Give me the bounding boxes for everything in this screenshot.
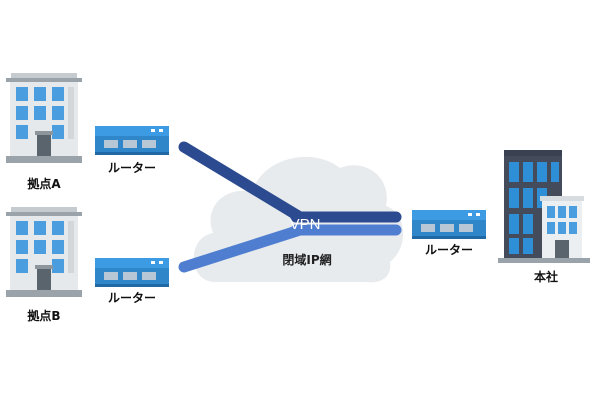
site-a-building-icon <box>6 73 82 163</box>
router-b-icon <box>95 258 169 287</box>
site-b-building-icon <box>6 207 82 297</box>
router-a-label: ルーター <box>108 161 156 175</box>
site-b-label: 拠点B <box>27 308 60 323</box>
vpn-tunnel-site-a <box>178 141 306 223</box>
closed-network-label: 閉域IP網 <box>282 252 331 267</box>
site-a-label: 拠点A <box>27 176 61 191</box>
router-b-label: ルーター <box>108 291 156 305</box>
headquarters-label: 本社 <box>534 269 558 284</box>
vpn-tunnel-site-b <box>178 224 306 273</box>
router-a-icon <box>95 126 169 155</box>
vpn-label: VPN <box>290 216 321 233</box>
headquarters-building-icon <box>498 150 590 263</box>
router-hq-label: ルーター <box>425 243 473 257</box>
vpn-tunnels <box>178 141 402 273</box>
router-hq-icon <box>412 210 486 239</box>
